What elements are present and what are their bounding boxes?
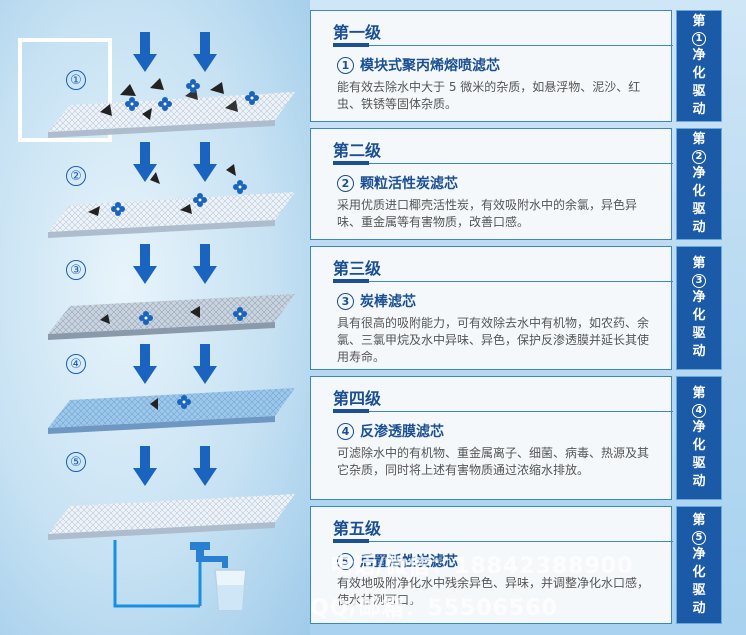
stage-filter-name: 1 模块式聚丙烯熔喷滤芯 <box>337 55 500 75</box>
tab-char: 化 <box>692 66 706 81</box>
tab-char: 净 <box>692 420 706 435</box>
tab-char: 化 <box>692 308 706 323</box>
step-number-5: ⑤ <box>66 452 86 472</box>
stage-filter-name-text: 后置活性炭滤芯 <box>360 554 458 570</box>
title-divider <box>333 411 673 412</box>
focus-frame <box>18 38 112 142</box>
tab-char: 驱 <box>692 583 706 598</box>
stage-level-title: 第五级 <box>333 519 382 538</box>
filter-layers-graphic <box>48 32 295 611</box>
tab-char: 化 <box>692 565 706 580</box>
tab-char: 净 <box>692 166 706 181</box>
step-number-2: ② <box>66 166 86 186</box>
stage-description: 具有很高的吸附能力，可有效除去水中有机物，如农药、余氯、三氯甲烷及水中异味、异色… <box>337 316 650 364</box>
stage-level-title: 第一级 <box>333 23 382 42</box>
stage-filter-name: 5 后置活性炭滤芯 <box>337 551 458 571</box>
step-number-4: ④ <box>66 354 86 374</box>
stage-filter-name-text: 炭棒滤芯 <box>360 294 416 310</box>
tab-number: 1 <box>692 32 706 46</box>
title-accent <box>333 161 369 165</box>
tab-prefix: 第 <box>692 14 706 29</box>
tab-char: 化 <box>692 438 706 453</box>
tab-char: 化 <box>692 184 706 199</box>
title-divider <box>333 541 673 542</box>
stage-number-badge: 2 <box>337 175 354 192</box>
tab-char: 动 <box>692 601 706 616</box>
stage-tab-3: 第 3 净 化 驱 动 <box>676 246 722 370</box>
step-number-3: ③ <box>66 260 86 280</box>
tab-char: 驱 <box>692 326 706 341</box>
stage-card-3: 第三级 3 炭棒滤芯 具有很高的吸附能力，可有效除去水中有机物，如农药、余氯、三氯… <box>310 246 673 370</box>
tab-prefix: 第 <box>692 132 706 147</box>
title-accent <box>333 409 369 413</box>
tab-number: 5 <box>692 531 706 545</box>
tab-number: 4 <box>692 404 706 418</box>
stage-filter-name: 3 炭棒滤芯 <box>337 291 416 311</box>
watermark-phone: 电话/微信：18842388900 <box>330 554 634 579</box>
tab-prefix: 第 <box>692 513 706 528</box>
tab-number: 3 <box>692 274 706 288</box>
filtration-illustration: ① ② ③ ④ ⑤ <box>0 0 310 635</box>
tab-char: 净 <box>692 48 706 63</box>
stage-level-title: 第四级 <box>333 389 382 408</box>
title-accent <box>333 43 369 47</box>
tab-char: 驱 <box>692 456 706 471</box>
tab-number: 2 <box>692 150 706 164</box>
stage-filter-name: 4 反渗透膜滤芯 <box>337 421 444 441</box>
tab-char: 净 <box>692 290 706 305</box>
stage-tab-5: 第 5 净 化 驱 动 <box>676 506 722 624</box>
stage-number-badge: 1 <box>337 57 354 74</box>
stage-filter-name-text: 模块式聚丙烯熔喷滤芯 <box>360 58 500 74</box>
title-accent <box>333 539 369 543</box>
stage-tab-1: 第 1 净 化 驱 动 <box>676 10 722 122</box>
title-divider <box>333 163 673 164</box>
watermark-qq: QQ/邮箱：55506560 <box>310 596 558 621</box>
title-divider <box>333 281 673 282</box>
tab-char: 动 <box>692 344 706 359</box>
tab-char: 驱 <box>692 202 706 217</box>
tab-prefix: 第 <box>692 256 706 271</box>
stage-filter-name: 2 颗粒活性炭滤芯 <box>337 173 458 193</box>
stage-number-badge: 4 <box>337 423 354 440</box>
stage-number-badge: 5 <box>337 553 354 570</box>
tab-char: 动 <box>692 474 706 489</box>
stage-tab-2: 第 2 净 化 驱 动 <box>676 128 722 240</box>
stage-description: 可滤除水中的有机物、重金属离子、细菌、病毒、热源及其它杂质，同时将上述有害物质通… <box>337 446 650 477</box>
stage-description: 有效地吸附净化水中残余异色、异味，并调整净化水口感，使水甘洌可口。 <box>337 576 650 607</box>
tab-char: 驱 <box>692 84 706 99</box>
stage-number-badge: 3 <box>337 293 354 310</box>
stage-filter-name-text: 颗粒活性炭滤芯 <box>360 176 458 192</box>
stage-level-title: 第二级 <box>333 141 382 160</box>
stage-level-title: 第三级 <box>333 259 382 278</box>
tab-prefix: 第 <box>692 386 706 401</box>
stage-filter-name-text: 反渗透膜滤芯 <box>360 424 444 440</box>
stage-tab-4: 第 4 净 化 驱 动 <box>676 376 722 500</box>
title-accent <box>333 279 369 283</box>
stage-description: 能有效去除水中大于 5 微米的杂质，如悬浮物、泥沙、红虫、铁锈等固体杂质。 <box>337 80 641 111</box>
tab-char: 动 <box>692 102 706 117</box>
stage-card-2: 第二级 2 颗粒活性炭滤芯 采用优质进口椰壳活性炭，有效吸附水中的余氯，异色异味、… <box>310 128 673 240</box>
stage-card-4: 第四级 4 反渗透膜滤芯 可滤除水中的有机物、重金属离子、细菌、病毒、热源及其它杂… <box>310 376 673 500</box>
stage-card-5: 第五级 5 后置活性炭滤芯 有效地吸附净化水中残余异色、异味，并调整净化水口感，使… <box>310 506 673 624</box>
title-divider <box>333 45 673 46</box>
step-number-1: ① <box>66 70 86 90</box>
stage-description: 采用优质进口椰壳活性炭，有效吸附水中的余氯，异色异味、重金属等有害物质，改善口感… <box>337 198 638 229</box>
tab-char: 净 <box>692 547 706 562</box>
tab-char: 动 <box>692 220 706 235</box>
stage-card-1: 第一级 1 模块式聚丙烯熔喷滤芯 能有效去除水中大于 5 微米的杂质，如悬浮物、泥… <box>310 10 673 122</box>
